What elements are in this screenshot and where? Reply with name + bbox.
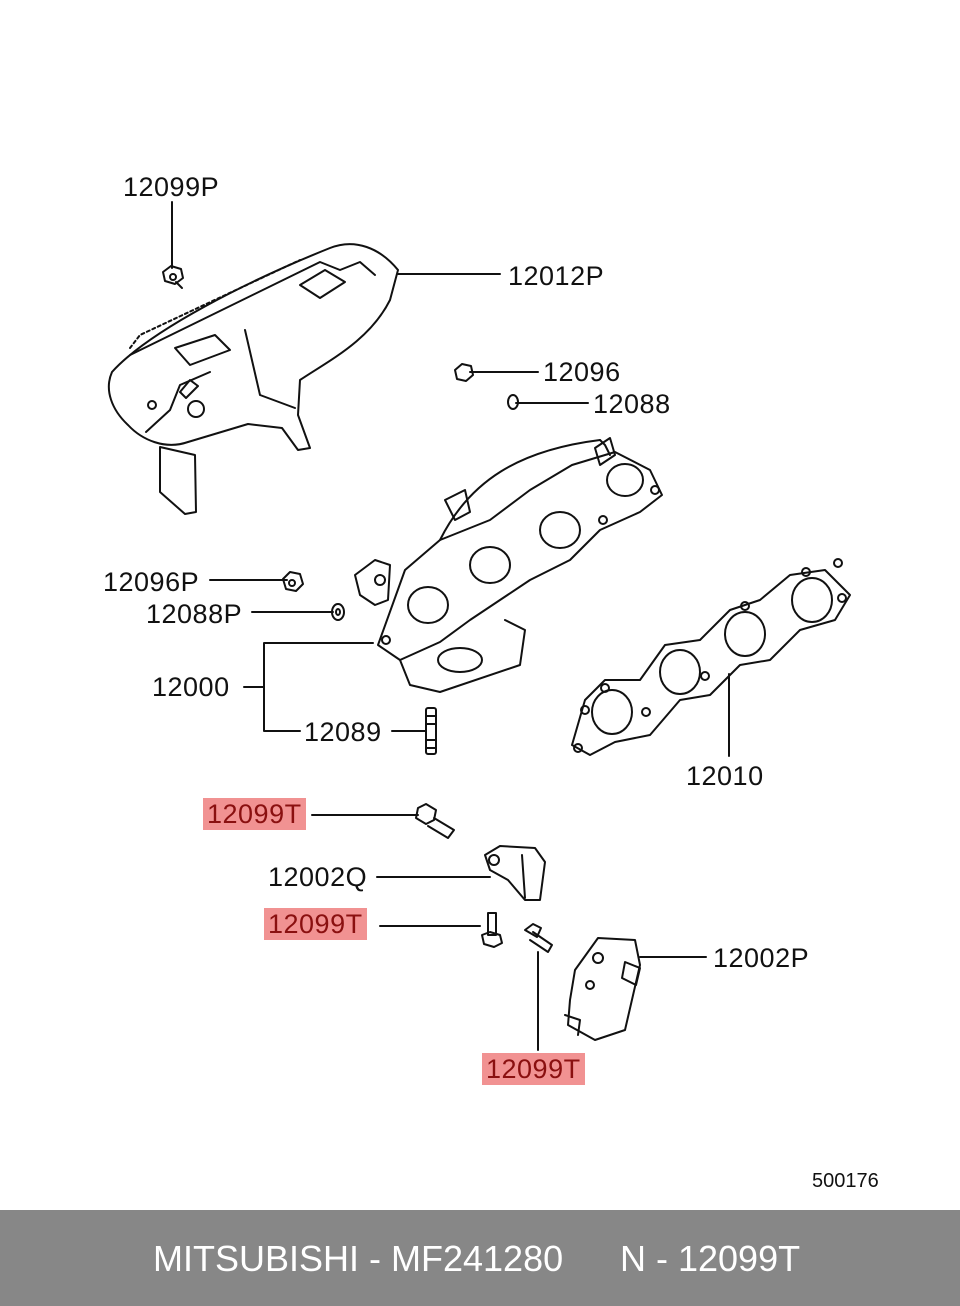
part-12099P-nut [162, 265, 184, 289]
label-12099T-highlighted: 12099T [203, 798, 306, 830]
leader-lines [171, 201, 730, 1051]
part-12002Q-bracket [484, 845, 546, 901]
label-12012P: 12012P [508, 261, 605, 291]
label-12002P: 12002P [713, 943, 810, 973]
part-12000-manifold [354, 437, 663, 693]
footer-reference-number: N - 12099T [620, 1238, 801, 1279]
part-12096-nut [454, 363, 474, 382]
footer-brand-part-number: MITSUBISHI - MF241280 [153, 1238, 564, 1279]
label-12089: 12089 [304, 717, 382, 747]
label-12088P: 12088P [146, 599, 243, 629]
label-12002Q: 12002Q [268, 862, 368, 892]
part-12088P-washer [331, 603, 345, 621]
part-12089-stud [425, 707, 437, 755]
label-12099T-highlighted: 12099T [482, 1053, 585, 1085]
label-12096P: 12096P [103, 567, 200, 597]
diagram-code: 500176 [812, 1170, 879, 1192]
label-12088: 12088 [593, 389, 671, 419]
label-12000: 12000 [152, 672, 230, 702]
part-12099T-bolt-b [481, 912, 503, 948]
part-12012P-heat-shield [107, 243, 399, 515]
label-12096: 12096 [543, 357, 621, 387]
part-12099T-bolt-c [524, 923, 553, 953]
label-12010: 12010 [686, 761, 764, 791]
part-12096P-nut [282, 571, 304, 592]
part-12099T-bolt-a [415, 803, 455, 839]
part-12010-gasket [571, 558, 851, 756]
label-12099T-highlighted: 12099T [264, 908, 367, 940]
footer-bar: MITSUBISHI - MF241280 N - 12099T [0, 1210, 960, 1306]
label-12099P: 12099P [123, 172, 220, 202]
part-12002P-bracket [564, 937, 641, 1041]
part-12088-washer [507, 394, 519, 410]
parts-diagram: 12099P 12012P 12096 12088 12096P 12088P … [103, 172, 879, 1192]
exploded-view-drawing [107, 201, 851, 1051]
